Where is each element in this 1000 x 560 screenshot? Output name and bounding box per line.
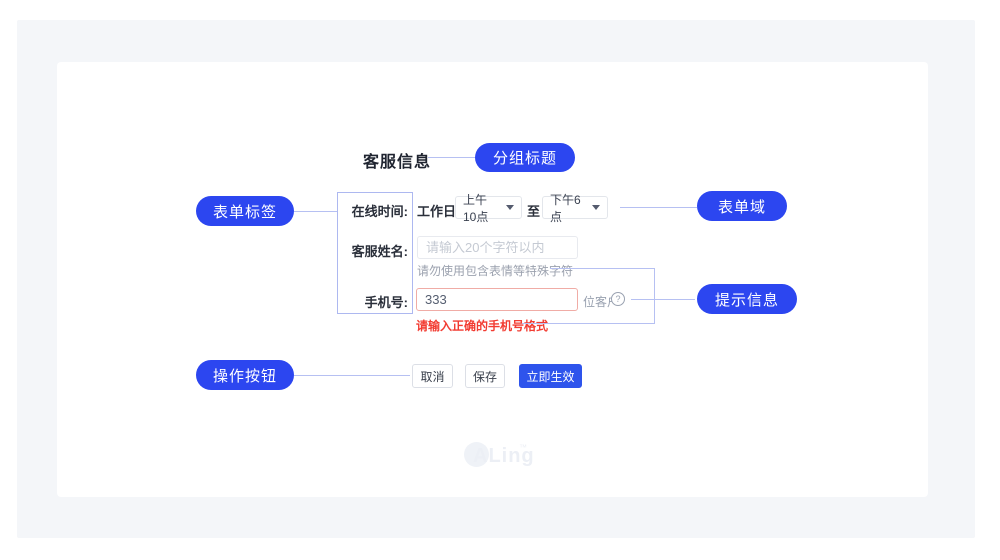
connector-line-group-title bbox=[428, 157, 475, 158]
annotation-pill-action-buttons: 操作按钮 bbox=[196, 360, 294, 390]
chevron-down-icon bbox=[592, 205, 600, 210]
service-name-helper-text: 请勿使用包含表情等特殊字符 bbox=[417, 264, 574, 278]
annotation-pill-label: 分组标题 bbox=[492, 150, 557, 167]
connector-line-hint bbox=[631, 299, 695, 300]
save-button-label: 保存 bbox=[472, 369, 497, 384]
end-time-select[interactable]: 下午6点 bbox=[542, 193, 608, 224]
phone-input[interactable] bbox=[416, 288, 578, 311]
online-time-label: 在线时间: bbox=[351, 204, 408, 219]
submit-button-label: 立即生效 bbox=[526, 369, 575, 384]
annotation-pill-group-title: 分组标题 bbox=[475, 143, 575, 172]
start-time-value: 上午10点 bbox=[463, 192, 489, 224]
connector-line-helper bbox=[550, 268, 654, 269]
cancel-button-label: 取消 bbox=[420, 369, 445, 384]
connector-bracket-spine bbox=[654, 268, 655, 324]
connector-line-form-field bbox=[620, 207, 697, 208]
phone-suffix-text: 位客户 bbox=[583, 295, 620, 309]
online-time-prefix: 工作日 bbox=[417, 204, 457, 219]
annotation-pill-form-label: 表单标签 bbox=[196, 196, 294, 226]
form-label-highlight-box bbox=[337, 192, 413, 314]
annotation-pill-label: 提示信息 bbox=[714, 291, 779, 309]
start-time-select[interactable]: 上午10点 bbox=[455, 193, 522, 224]
connector-line-error bbox=[522, 323, 654, 324]
section-title: 客服信息 bbox=[363, 154, 432, 171]
phone-error-text: 请输入正确的手机号格式 bbox=[416, 319, 549, 333]
service-name-input[interactable] bbox=[417, 236, 578, 259]
annotation-pill-label: 表单域 bbox=[717, 198, 766, 216]
annotation-pill-form-field: 表单域 bbox=[697, 191, 787, 221]
chevron-down-icon bbox=[506, 205, 514, 210]
question-mark-glyph: ? bbox=[615, 294, 621, 304]
annotation-pill-label: 操作按钮 bbox=[212, 367, 277, 385]
submit-button[interactable]: 立即生效 bbox=[519, 364, 582, 388]
end-time-value: 下午6点 bbox=[550, 192, 581, 224]
connector-line-form-label bbox=[294, 211, 337, 212]
service-name-label: 客服姓名: bbox=[351, 244, 408, 259]
annotation-pill-hint-info: 提示信息 bbox=[697, 284, 797, 314]
form-card bbox=[57, 62, 928, 497]
phone-label: 手机号: bbox=[364, 295, 408, 310]
online-time-separator: 至 bbox=[527, 204, 541, 219]
question-mark-icon[interactable]: ? bbox=[611, 292, 625, 306]
save-button[interactable]: 保存 bbox=[465, 364, 505, 388]
annotation-pill-label: 表单标签 bbox=[212, 203, 277, 221]
connector-line-action-buttons bbox=[294, 375, 410, 376]
cancel-button[interactable]: 取消 bbox=[412, 364, 453, 388]
